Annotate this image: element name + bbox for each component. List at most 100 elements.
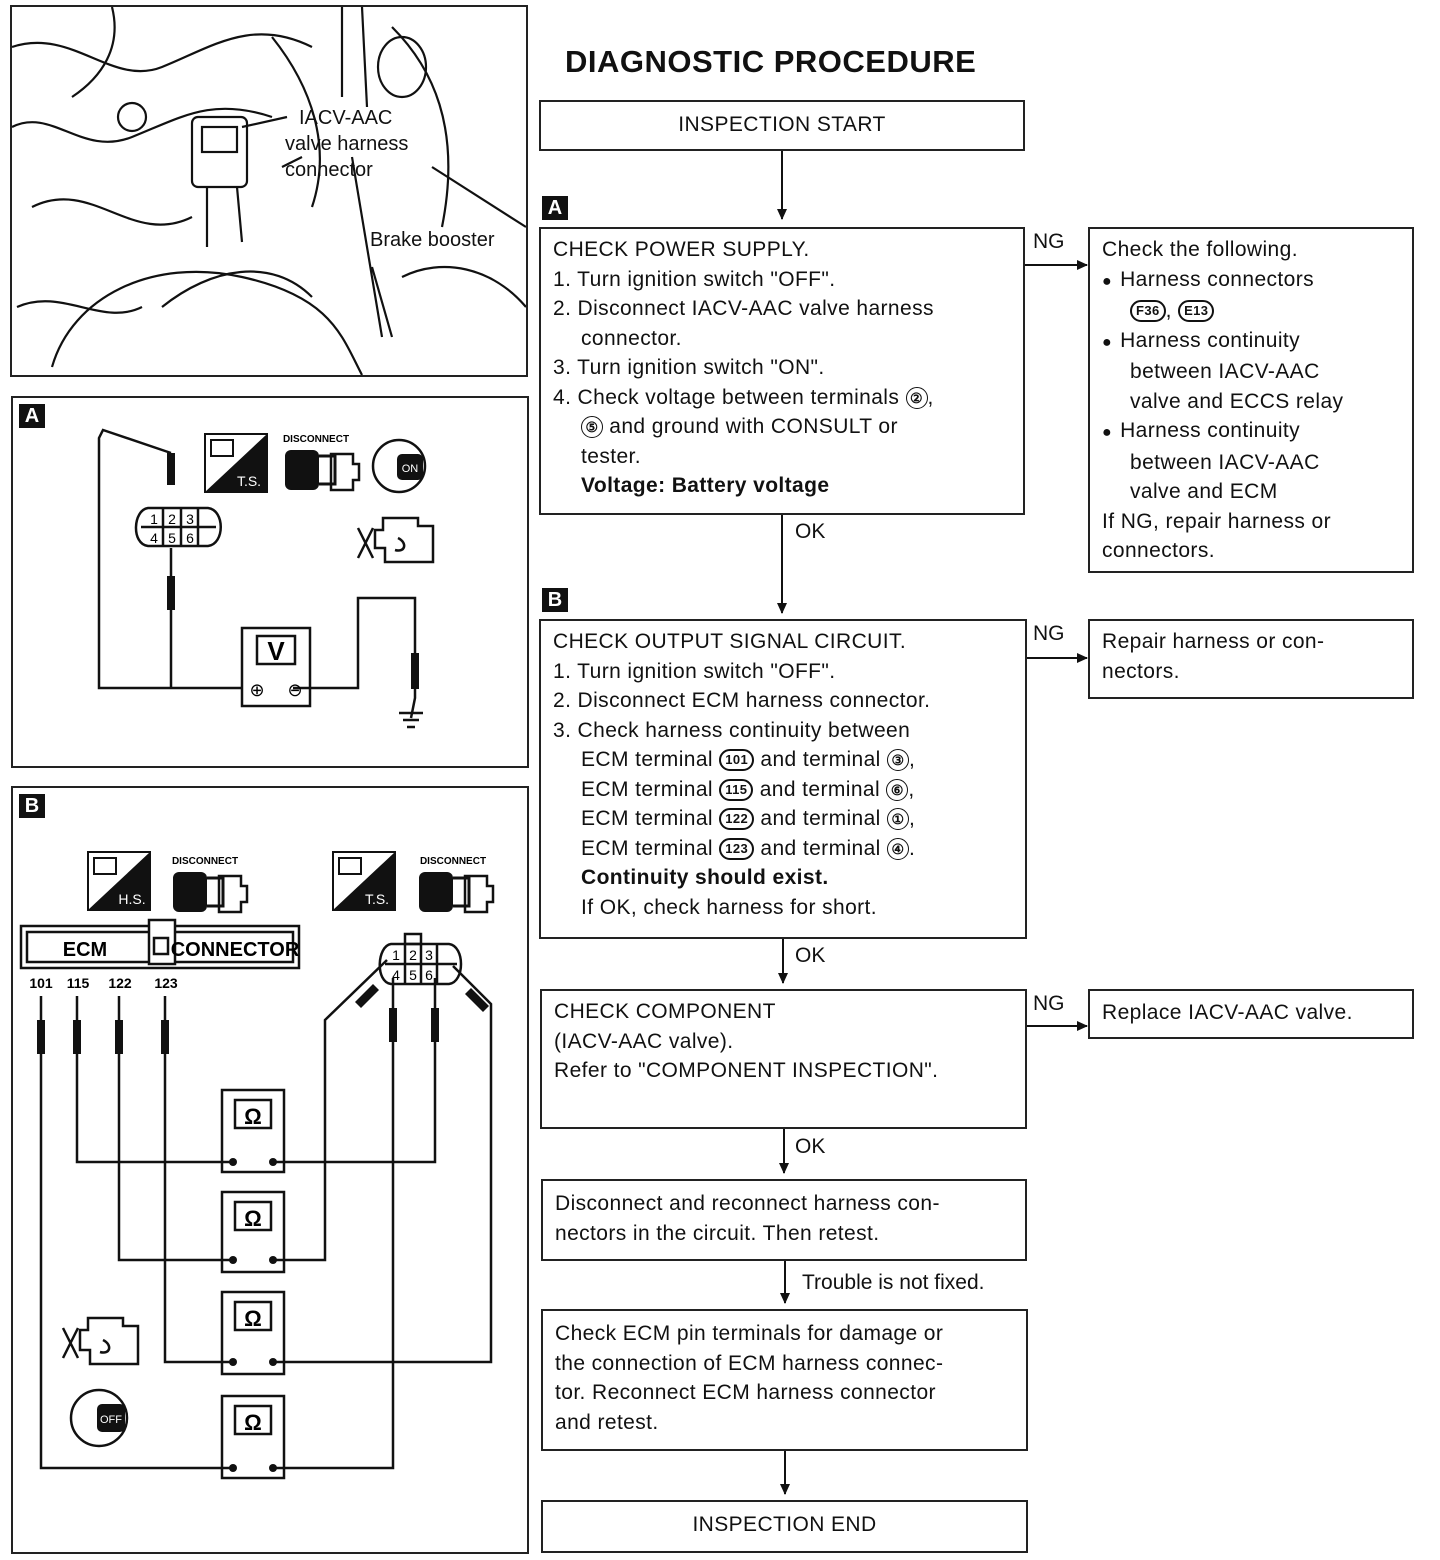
tester-side-icon: T.S. [204, 433, 268, 493]
step-a-title: CHECK POWER SUPPLY. [553, 238, 810, 261]
ohmmeter-2-label: Ω [244, 1206, 262, 1231]
step-e-line2: the connection of ECM harness connec- [555, 1351, 944, 1375]
step-b-pair-101: ECM terminal 101 and terminal ③, [581, 748, 916, 772]
inspection-start-label: INSPECTION START [678, 113, 886, 136]
step-a-line2: 2. Disconnect IACV-AAC valve harness [553, 297, 934, 320]
ng-replace-valve: Replace IACV-AAC valve. [1088, 989, 1414, 1039]
panel-a-voltage-check: A 1 2 3 4 5 6 V ⊕ ⊖ T.S. [11, 396, 529, 768]
page-title: DIAGNOSTIC PROCEDURE [565, 44, 977, 79]
step-check-output-signal: CHECK OUTPUT SIGNAL CIRCUIT. 1. Turn ign… [539, 619, 1027, 939]
panel-a-terminal-1: 1 [150, 511, 158, 527]
ecm-label: ECM [63, 939, 107, 961]
step-c-line1: CHECK COMPONENT [554, 1000, 776, 1023]
panel-a-terminal-4: 4 [150, 530, 158, 546]
ohmmeter-1-label: Ω [244, 1104, 262, 1129]
step-c-line2: (IACV-AAC valve). [554, 1029, 734, 1053]
panel-a-terminal-6: 6 [186, 530, 194, 546]
step-a-line3: 3. Turn ignition switch "ON". [553, 356, 825, 379]
inspection-end: INSPECTION END [541, 1500, 1028, 1553]
disconnect-icon-iacv: DISCONNECT [419, 856, 495, 914]
svg-text:H.S.: H.S. [118, 891, 145, 907]
ecm-terminal-115: 115 [67, 975, 90, 991]
engine-bay-sketch [11, 6, 527, 376]
ng-a-bullet1: Harness connectors [1102, 265, 1400, 297]
harness-side-icon: H.S. [87, 851, 151, 911]
ignition-on-icon: ON [371, 438, 427, 494]
svg-text:DISCONNECT: DISCONNECT [283, 434, 349, 445]
ecm-terminal-123: 123 [154, 975, 178, 991]
step-reconnect-harness: Disconnect and reconnect harness con- ne… [541, 1179, 1027, 1261]
step-a-line4c: tester. [581, 444, 641, 468]
connector-e13-badge: E13 [1178, 300, 1215, 323]
step-a-line4a: 4. Check voltage between terminals ②, [553, 385, 934, 409]
panel-a-terminal-3: 3 [186, 511, 194, 527]
step-a-line1: 1. Turn ignition switch "OFF". [553, 267, 836, 291]
ng-check-following: Check the following. Harness connectors … [1088, 227, 1414, 573]
step-a-line4b: ⑤ and ground with CONSULT or [553, 412, 1011, 442]
inspection-end-label: INSPECTION END [692, 1513, 877, 1536]
panel-b-tag: B [19, 794, 45, 818]
step-a-line2b: connector. [581, 326, 682, 350]
engine-bay-photo: IACV-AAC valve harness connector Brake b… [10, 5, 528, 377]
ohmmeter-4-label: Ω [244, 1410, 262, 1435]
panel-a-terminal-2: 2 [168, 511, 176, 527]
voltmeter-minus: ⊖ [287, 680, 302, 700]
panel-a-tag: A [19, 404, 45, 428]
ng-a-bullet2c: valve and ECCS relay [1130, 389, 1344, 413]
step-e-line1: Check ECM pin terminals for damage or [555, 1322, 944, 1345]
ng-label-c: NG [1033, 992, 1065, 1015]
ng-repair-harness: Repair harness or con- nectors. [1088, 619, 1414, 699]
step-b-pair-115: ECM terminal 115 and terminal ⑥, [581, 777, 915, 801]
disconnect-icon-ecm: DISCONNECT [172, 856, 249, 914]
step-b-pair-122: ECM terminal 122 and terminal ①, [581, 807, 916, 831]
svg-text:ON: ON [402, 463, 419, 475]
svg-text:4: 4 [392, 967, 400, 983]
svg-text:3: 3 [425, 947, 433, 963]
tester-side-icon-b: T.S. [332, 851, 396, 911]
trouble-not-fixed-label: Trouble is not fixed. [802, 1271, 985, 1294]
connector-f36-badge: F36 [1130, 300, 1166, 323]
step-check-ecm-pins: Check ECM pin terminals for damage or th… [541, 1309, 1028, 1451]
step-b-line2: 2. Disconnect ECM harness connector. [553, 689, 931, 712]
svg-text:2: 2 [409, 947, 417, 963]
step-b-line1: 1. Turn ignition switch "OFF". [553, 659, 836, 683]
iacv-connector-b [378, 932, 463, 986]
ecm-connector [19, 918, 301, 970]
ohmmeter-3-label: Ω [244, 1306, 262, 1331]
svg-text:DISCONNECT: DISCONNECT [420, 856, 486, 867]
step-b-title: CHECK OUTPUT SIGNAL CIRCUIT. [553, 630, 907, 653]
ng-c-line: Replace IACV-AAC valve. [1102, 1001, 1353, 1024]
ok-label-c: OK [795, 1135, 826, 1158]
step-a-spec: Voltage: Battery voltage [581, 474, 830, 497]
continuity-wires [39, 959, 493, 1470]
panel-b-wiring: H.S. DISCONNECT T.S. DISCONNECT ECM [19, 851, 495, 1480]
ng-a-repair2: connectors. [1102, 539, 1215, 562]
terminal-5-badge: ⑤ [581, 416, 603, 439]
engine-icon [356, 516, 435, 564]
flow-tag-b: B [542, 588, 568, 612]
step-b-spec: Continuity should exist. [581, 866, 829, 889]
step-e-line4: and retest. [555, 1410, 659, 1434]
terminal-2-badge: ② [905, 386, 928, 409]
step-check-component: CHECK COMPONENT (IACV-AAC valve). Refer … [540, 989, 1027, 1129]
svg-text:6: 6 [425, 967, 433, 983]
step-e-line3: tor. Reconnect ECM harness connector [555, 1381, 936, 1404]
ng-label-b: NG [1033, 622, 1065, 645]
flow-tag-a: A [542, 196, 568, 220]
svg-text:5: 5 [409, 967, 417, 983]
svg-text:T.S.: T.S. [365, 891, 389, 907]
step-check-power-supply: CHECK POWER SUPPLY. 1. Turn ignition swi… [539, 227, 1025, 515]
connector-callout-line3: connector [285, 159, 373, 181]
panel-a-wiring: 1 2 3 4 5 6 V ⊕ ⊖ T.S. DISCONNECT ON [97, 428, 435, 729]
ecm-terminal-122: 122 [108, 975, 132, 991]
panel-a-terminal-5: 5 [168, 530, 176, 546]
ng-a-bullet3c: valve and ECM [1130, 480, 1278, 503]
svg-text:OFF: OFF [100, 1414, 122, 1426]
svg-text:T.S.: T.S. [237, 473, 261, 489]
ng-a-connectors: F36, E13 [1102, 296, 1400, 326]
connector-label: CONNECTOR [171, 939, 300, 961]
ng-a-bullet3a: Harness continuity [1102, 416, 1400, 448]
ok-label-a: OK [795, 520, 826, 543]
svg-text:1: 1 [392, 947, 400, 963]
engine-icon-b [61, 1316, 140, 1366]
